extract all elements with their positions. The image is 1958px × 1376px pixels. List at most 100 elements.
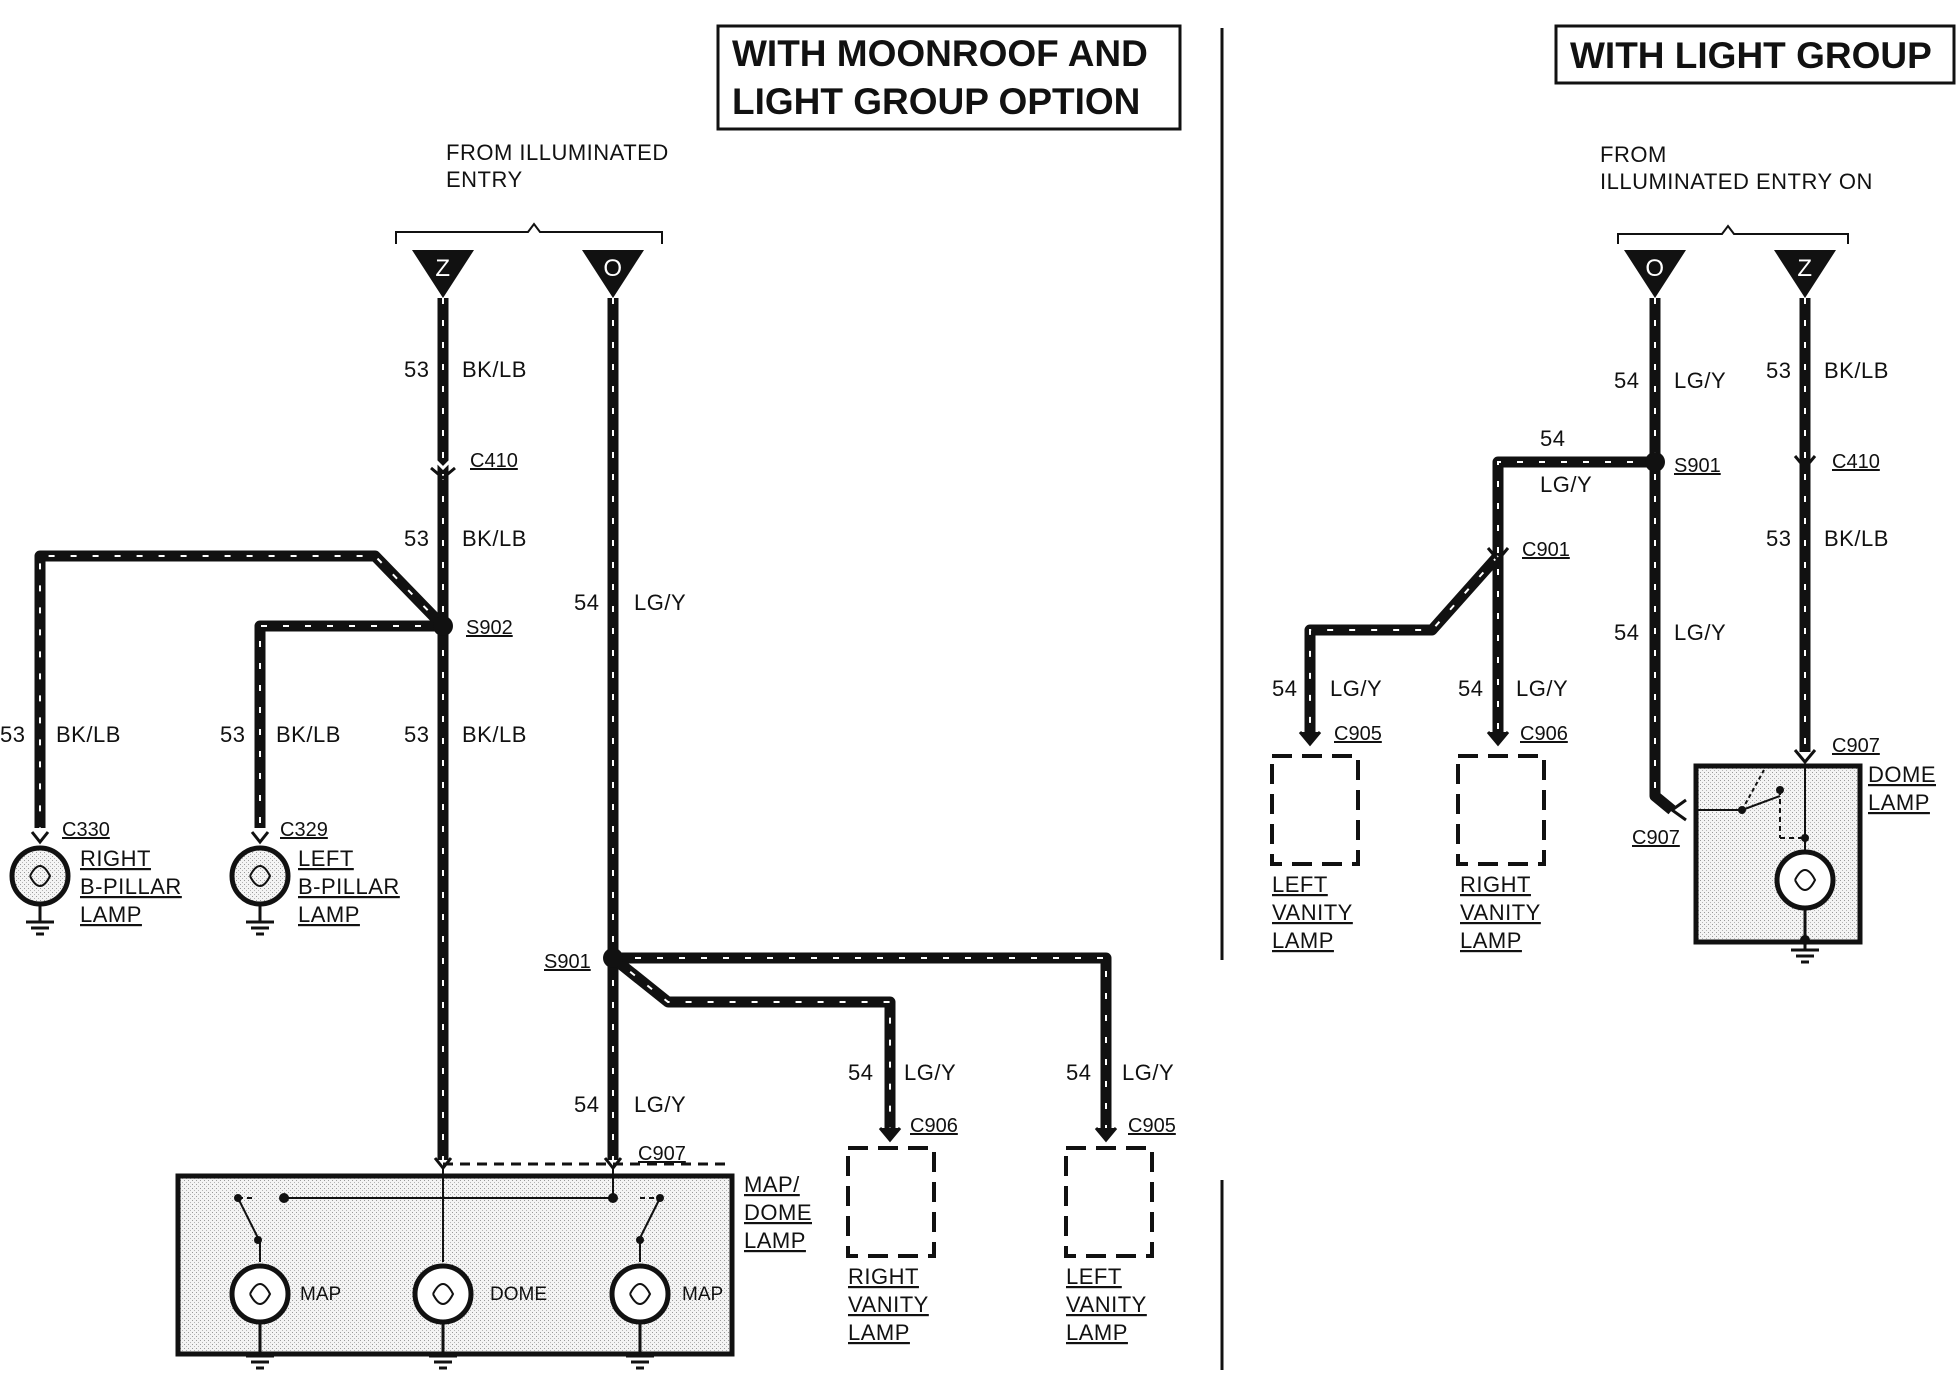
conn-c906-left: C906 <box>910 1115 958 1137</box>
splice-s901 <box>603 948 623 968</box>
right-conn-c907-left: C907 <box>1632 827 1680 849</box>
wire-o-num-2: 54 <box>574 1092 599 1117</box>
wire-left-bpillar-color: BK/LB <box>276 722 341 747</box>
right-right-vanity-line2: VANITY <box>1460 900 1541 925</box>
wire-right-bpillar-num: 53 <box>0 722 25 747</box>
right-splice-s901-label: S901 <box>1674 455 1721 477</box>
wire-z-num-1: 53 <box>404 357 429 382</box>
wire-left-bpillar-num: 53 <box>220 722 245 747</box>
splice-s902-label: S902 <box>466 617 513 639</box>
bulb-dome-label: DOME <box>490 1284 547 1305</box>
conn-c330: C330 <box>62 819 110 841</box>
right-vanity-left-line3: LAMP <box>848 1320 910 1345</box>
left-vanity-left-line1: LEFT <box>1066 1264 1122 1289</box>
right-terminal-z-triangle <box>1774 250 1836 298</box>
conn-c410: C410 <box>470 450 518 472</box>
right-source-line2: ILLUMINATED ENTRY ON <box>1600 169 1873 194</box>
left-wires <box>34 298 1112 1160</box>
right-left-vanity-line1: LEFT <box>1272 872 1328 897</box>
left-source-line1: FROM ILLUMINATED <box>446 140 669 165</box>
left-title-line1: WITH MOONROOF AND <box>732 33 1148 74</box>
right-wire-o-color-1: LG/Y <box>1674 368 1726 393</box>
wire-lvanity-color: LG/Y <box>1122 1060 1174 1085</box>
right-dome-lamp-line2: LAMP <box>1868 790 1930 815</box>
terminal-z-label: Z <box>435 255 450 282</box>
left-vanity-lamp-box-right <box>1270 754 1360 866</box>
conn-c907-left: C907 <box>638 1143 686 1165</box>
left-source-bracket <box>395 222 663 244</box>
splice-s902 <box>433 616 453 636</box>
right-left-vanity-line2: VANITY <box>1272 900 1353 925</box>
right-vanity-left-line2: VANITY <box>848 1292 929 1317</box>
terminal-o-label: O <box>603 255 622 282</box>
right-vanity-lamp-box-right <box>1456 754 1546 866</box>
conn-c329: C329 <box>280 819 328 841</box>
wire-right-bpillar-color: BK/LB <box>56 722 121 747</box>
terminal-o-triangle <box>582 250 644 298</box>
right-right-vanity-line3: LAMP <box>1460 928 1522 953</box>
wire-rvanity-num: 54 <box>848 1060 873 1085</box>
right-splice-s901 <box>1645 452 1665 472</box>
right-right-vanity-line1: RIGHT <box>1460 872 1531 897</box>
splice-s901-label: S901 <box>544 951 591 973</box>
right-wire-o-num-1: 54 <box>1614 368 1639 393</box>
right-vanity-left-line1: RIGHT <box>848 1264 919 1289</box>
right-dome-lamp-line1: DOME <box>1868 762 1936 787</box>
right-conn-c905: C905 <box>1334 723 1382 745</box>
conn-c905-left: C905 <box>1128 1115 1176 1137</box>
terminal-z-triangle <box>412 250 474 298</box>
left-title-box <box>716 24 1182 131</box>
right-conn-c901: C901 <box>1522 539 1570 561</box>
right-lvanity-num: 54 <box>1272 676 1297 701</box>
map-dome-line3: LAMP <box>744 1228 806 1253</box>
right-wire-z-num-1: 53 <box>1766 358 1791 383</box>
right-dome-lamp-assembly <box>1669 749 1863 964</box>
wire-z-color-1: BK/LB <box>462 357 527 382</box>
right-wire-o-num-2: 54 <box>1614 620 1639 645</box>
right-terminal-o-label: O <box>1645 255 1664 282</box>
left-bpillar-line2: B-PILLAR <box>298 874 400 899</box>
right-branch-color: LG/Y <box>1540 472 1592 497</box>
map-dome-lamp-assembly <box>175 1157 735 1370</box>
right-terminal-z-label: Z <box>1797 255 1812 282</box>
bulb-map-right-label: MAP <box>682 1284 723 1305</box>
wire-z-color-3: BK/LB <box>462 722 527 747</box>
bulb-map-left-label: MAP <box>300 1284 341 1305</box>
right-terminal-o-triangle <box>1624 250 1686 298</box>
left-bpillar-line3: LAMP <box>298 902 360 927</box>
right-source-bracket <box>1617 224 1849 244</box>
right-bpillar-line3: LAMP <box>80 902 142 927</box>
right-lvanity-color: LG/Y <box>1330 676 1382 701</box>
right-title: WITH LIGHT GROUP <box>1570 35 1932 76</box>
right-title-box <box>1554 24 1956 85</box>
right-left-vanity-line3: LAMP <box>1272 928 1334 953</box>
wire-z-color-2: BK/LB <box>462 526 527 551</box>
right-conn-c906: C906 <box>1520 723 1568 745</box>
connector-c410-symbol <box>431 456 455 471</box>
left-source-line2: ENTRY <box>446 167 523 192</box>
map-dome-line2: DOME <box>744 1200 812 1225</box>
left-vanity-lamp-box-left <box>1064 1146 1154 1258</box>
wire-o-num-1: 54 <box>574 590 599 615</box>
right-conn-c410: C410 <box>1832 451 1880 473</box>
right-rvanity-num: 54 <box>1458 676 1483 701</box>
wire-rvanity-color: LG/Y <box>904 1060 956 1085</box>
wire-lvanity-num: 54 <box>1066 1060 1091 1085</box>
left-vanity-left-line3: LAMP <box>1066 1320 1128 1345</box>
right-source-line1: FROM <box>1600 142 1667 167</box>
left-bpillar-lamp <box>229 831 291 936</box>
right-bpillar-line2: B-PILLAR <box>80 874 182 899</box>
wire-o-color-2: LG/Y <box>634 1092 686 1117</box>
right-vanity-lamp-box-left <box>846 1146 936 1258</box>
right-wire-o-color-2: LG/Y <box>1674 620 1726 645</box>
right-rvanity-color: LG/Y <box>1516 676 1568 701</box>
right-bpillar-lamp <box>9 831 71 936</box>
left-bpillar-line1: LEFT <box>298 846 354 871</box>
left-section: WITH MOONROOF AND LIGHT GROUP OPTION FRO… <box>0 24 1182 1370</box>
wire-z-num-3: 53 <box>404 722 429 747</box>
right-conn-c907-top: C907 <box>1832 735 1880 757</box>
wire-o-color-1: LG/Y <box>634 590 686 615</box>
left-vanity-left-line2: VANITY <box>1066 1292 1147 1317</box>
wire-z-num-2: 53 <box>404 526 429 551</box>
